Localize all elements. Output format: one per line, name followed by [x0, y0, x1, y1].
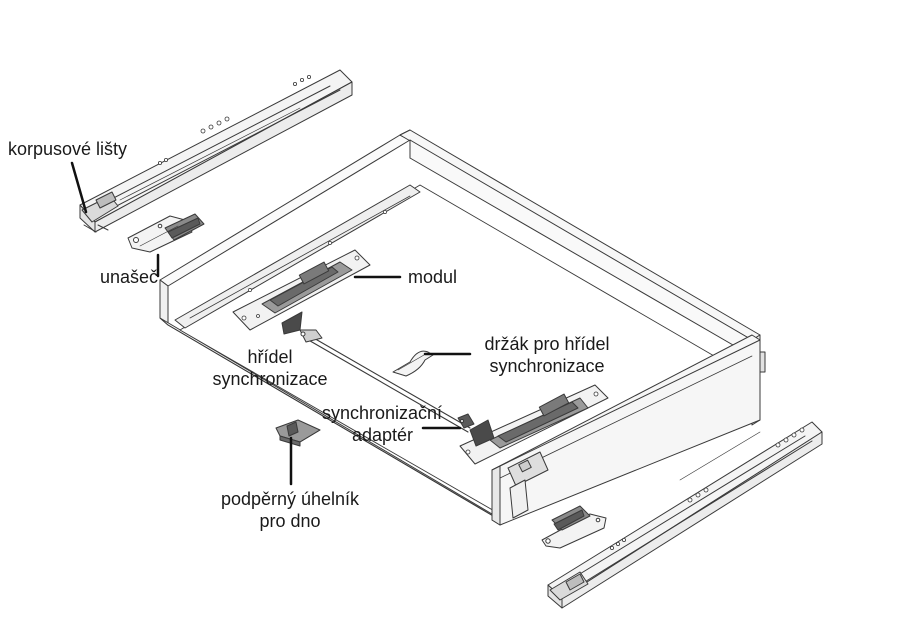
sync-adapter [457, 413, 475, 429]
label-synchronizacni-adapter: synchronizační adaptér [321, 403, 443, 445]
label-podperny-uhelnik: podpěrný úhelník pro dno [220, 489, 360, 531]
bottom-support-bracket [275, 419, 321, 447]
sync-shaft [299, 329, 471, 433]
label-hridel-synchronizace: hřídel synchronizace [212, 347, 328, 389]
right-cabinet-runner [547, 421, 823, 609]
right-coupling [541, 505, 607, 549]
leader-korpusove-listy [70, 161, 88, 214]
label-unasec: unašeč [100, 267, 159, 287]
label-drzak-hridel: držák pro hřídel synchronizace [484, 334, 610, 376]
left-module [232, 249, 371, 335]
right-module [459, 384, 609, 465]
leader-lines [70, 161, 472, 486]
label-modul: modul [408, 267, 458, 287]
left-cabinet-runner [79, 69, 353, 233]
label-korpusove-listy: korpusové lišty [8, 139, 128, 159]
left-coupling [127, 213, 205, 253]
